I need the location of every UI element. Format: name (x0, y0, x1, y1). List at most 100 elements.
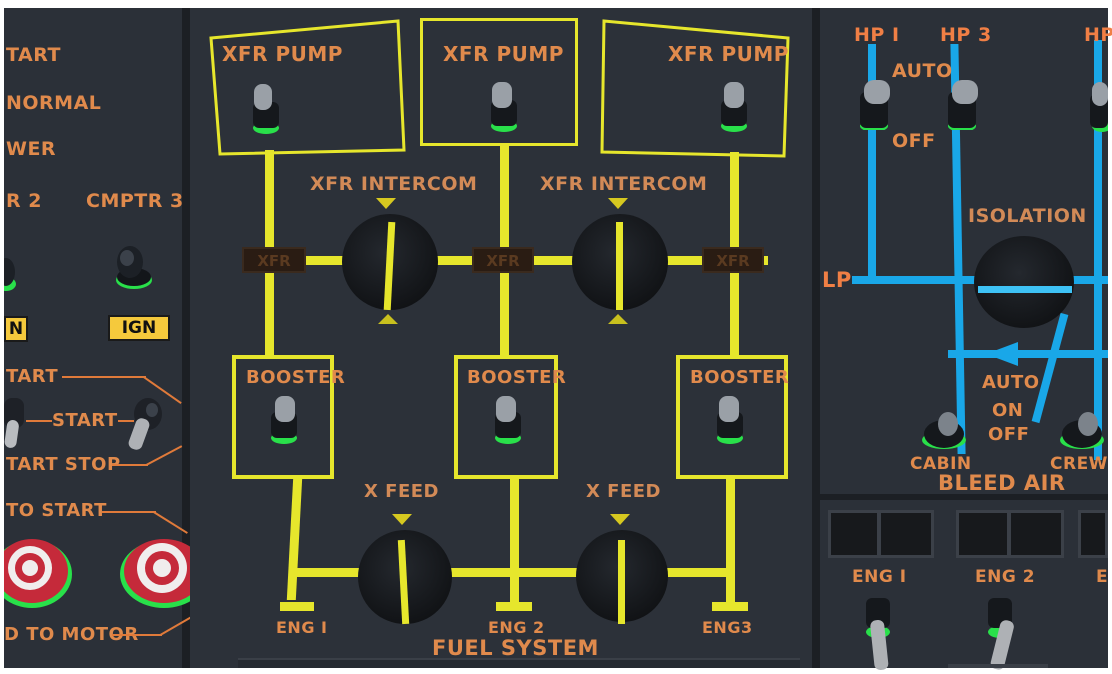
crew-label: CREW (1050, 454, 1108, 474)
ign-button-left[interactable]: N (4, 316, 28, 342)
lp-label: LP (822, 268, 852, 292)
on-label: ON (992, 400, 1024, 421)
hp-label-cut: HP (1084, 24, 1112, 46)
ign-button-right[interactable]: IGN (108, 315, 170, 341)
xfr-intercom-indicator-1 (376, 198, 396, 209)
xfr-pump-toggle-2[interactable] (486, 78, 518, 132)
x-feed-indicator-2 (610, 514, 630, 525)
start-pushbutton-left[interactable] (4, 534, 74, 610)
cmptr2-toggle[interactable] (4, 258, 18, 294)
to-motor-label: D TO MOTOR (4, 624, 139, 645)
xfr-pump-box-1 (209, 19, 406, 156)
start-stop-line (112, 464, 148, 466)
cmptr3-label: CMPTR 3 (86, 190, 184, 212)
start-mid-line (26, 420, 52, 422)
xfr-indicator-3: XFR (702, 247, 764, 273)
booster-box-3 (676, 355, 788, 479)
booster-toggle-3[interactable] (712, 392, 744, 446)
start-toggle-left[interactable] (4, 392, 26, 452)
xfr-pump-toggle-3[interactable] (716, 78, 748, 132)
start-mid-label: START (52, 410, 118, 431)
auto-start-label: TO START (6, 500, 107, 521)
off-label: OFF (988, 424, 1030, 445)
eng3-feed-cap (712, 602, 748, 611)
cabin-toggle[interactable] (918, 404, 972, 452)
auto-start-line (102, 511, 156, 513)
xfr-intercom-base-2 (608, 314, 628, 324)
hp-toggle-cut[interactable] (1088, 80, 1108, 136)
xfr-indicator-2: XFR (472, 247, 534, 273)
eng2-feed-cap (496, 602, 532, 611)
eng3-annunciator-cut (1078, 510, 1108, 558)
power-label: WER (6, 138, 57, 160)
bleed-line-hp1 (868, 44, 876, 282)
bleed-panel-seam (812, 8, 820, 668)
fuel-line-eng2-lower (510, 478, 519, 604)
bleed-line-lower (948, 350, 1108, 358)
fuel-line-eng3-lower (726, 478, 735, 604)
cmptr3-toggle[interactable] (108, 244, 160, 292)
auto-top-label: AUTO (892, 60, 953, 82)
panel-seam (182, 8, 190, 668)
booster-toggle-2[interactable] (490, 392, 522, 446)
xfr-intercom-indicator-2 (608, 198, 628, 209)
hp1-toggle[interactable] (858, 76, 890, 130)
xfr-pump-label-3: XFR PUMP (668, 42, 789, 66)
hp1-label: HP I (854, 24, 900, 46)
isolation-label: ISOLATION (968, 205, 1087, 227)
eng2-fuel-label: ENG 2 (488, 618, 545, 637)
xfr-intercom-pointer-2 (616, 222, 623, 310)
isolation-pointer (978, 286, 1072, 293)
to-motor-line (112, 634, 162, 636)
hp3-label: HP 3 (940, 24, 992, 46)
x-feed-indicator-1 (392, 514, 412, 525)
off-top-label: OFF (892, 130, 936, 152)
eng1-annunciator-right (878, 510, 934, 558)
xfr-indicator-1: XFR (242, 247, 306, 273)
xfr-pump-label-1: XFR PUMP (222, 42, 343, 66)
start-top-label: TART (6, 366, 59, 387)
xfr-pump-box-2 (420, 18, 578, 146)
start-label: TART (6, 44, 61, 66)
xfr-intercom-label-2: XFR INTERCOM (540, 173, 708, 195)
eng2-annunciator-right (1008, 510, 1064, 558)
crew-toggle[interactable] (1058, 404, 1108, 452)
fuel-panel-bottom-seam (238, 658, 800, 668)
cmptr2-label: R 2 (6, 190, 42, 212)
booster-label-2: BOOSTER (467, 367, 567, 388)
eng1-lower-toggle[interactable] (862, 592, 896, 670)
start-guide-line (62, 376, 146, 378)
start-toggle-right[interactable] (124, 396, 168, 452)
xfr-pump-label-2: XFR PUMP (443, 42, 564, 66)
booster-label-1: BOOSTER (246, 367, 346, 388)
auto-label: AUTO (982, 372, 1040, 393)
eng2-lower-toggle[interactable] (982, 592, 1022, 670)
eng2-annunciator-left (956, 510, 1010, 558)
xfr-pump-toggle-1[interactable] (248, 80, 280, 134)
start-pushbutton-right[interactable] (118, 534, 210, 610)
xfr-intercom-base-1 (378, 314, 398, 324)
lower-right-divider (820, 494, 1108, 500)
normal-label: NORMAL (6, 92, 102, 114)
x-feed-label-1: X FEED (364, 481, 439, 502)
eng1-fuel-label: ENG I (276, 618, 328, 637)
eng2-lower-label: ENG 2 (975, 567, 1036, 587)
x-feed-label-2: X FEED (586, 481, 661, 502)
lower-right-bottom-plate (948, 664, 1048, 668)
eng1-annunciator-left (828, 510, 880, 558)
bleed-air-title: BLEED AIR (938, 471, 1066, 495)
start-stop-label: TART STOP (6, 454, 121, 475)
x-feed-pointer-2 (618, 540, 625, 624)
booster-box-1 (232, 355, 334, 479)
isolation-knob[interactable] (974, 236, 1074, 328)
xfr-pump-box-3 (600, 19, 790, 158)
booster-box-2 (454, 355, 558, 479)
eng3-lower-label-cut: E (1096, 567, 1109, 587)
fuel-system-title: FUEL SYSTEM (432, 636, 599, 660)
booster-label-3: BOOSTER (690, 367, 790, 388)
bleed-line-right (1094, 40, 1102, 460)
booster-toggle-1[interactable] (266, 392, 298, 446)
eng1-feed-cap (280, 602, 314, 611)
hp3-toggle[interactable] (946, 76, 978, 130)
